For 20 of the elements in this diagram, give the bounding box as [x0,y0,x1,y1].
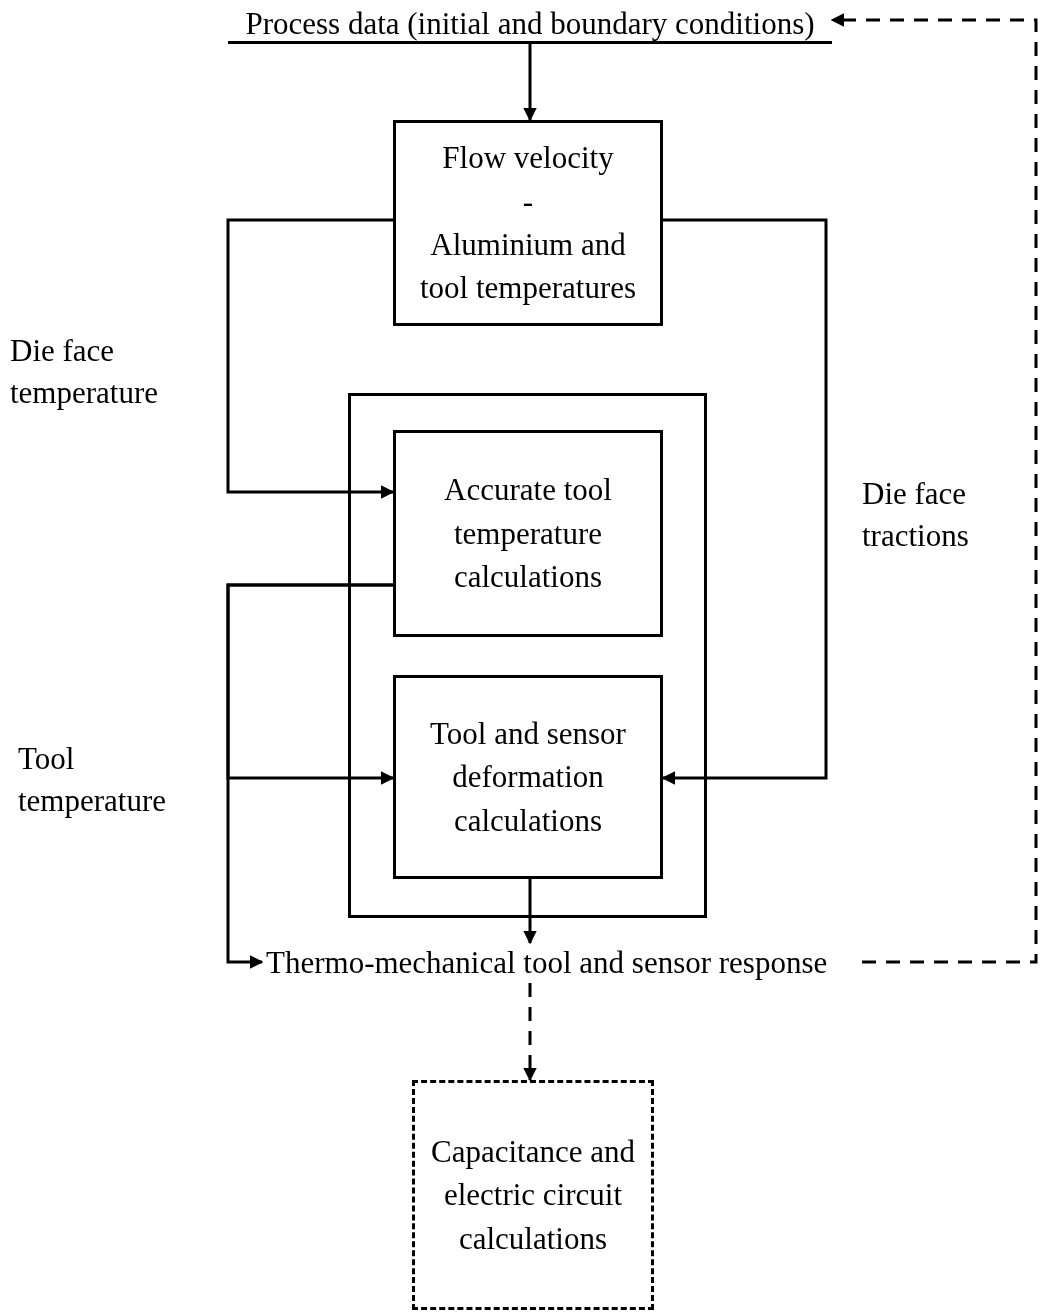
arrow [661,218,828,785]
process-box [393,675,663,879]
box-text: Flow velocity [442,139,614,178]
process-box [393,430,663,637]
box-text: Accurate tool temperature calculations [443,471,613,597]
group-frame [348,393,707,918]
heading-text: Process data (initial and boundary conditions) [245,5,815,43]
box-text: Aluminium and tool temperatures [418,226,638,308]
dashed-arrow [830,13,1038,964]
dashed-process-box [412,1080,654,1310]
dashed-arrow [523,983,537,1082]
box-text: Capacitance and electric circuit calculations [430,1132,636,1258]
process-box [393,120,663,326]
arrow [226,218,395,499]
result-label: Thermo-mechanical tool and sensor response [266,944,828,983]
arrow [226,583,393,969]
box-text: - [522,182,534,221]
arrow [523,879,537,945]
box-text: Tool and sensor deformation calculations [429,714,627,840]
arrow [523,44,537,122]
